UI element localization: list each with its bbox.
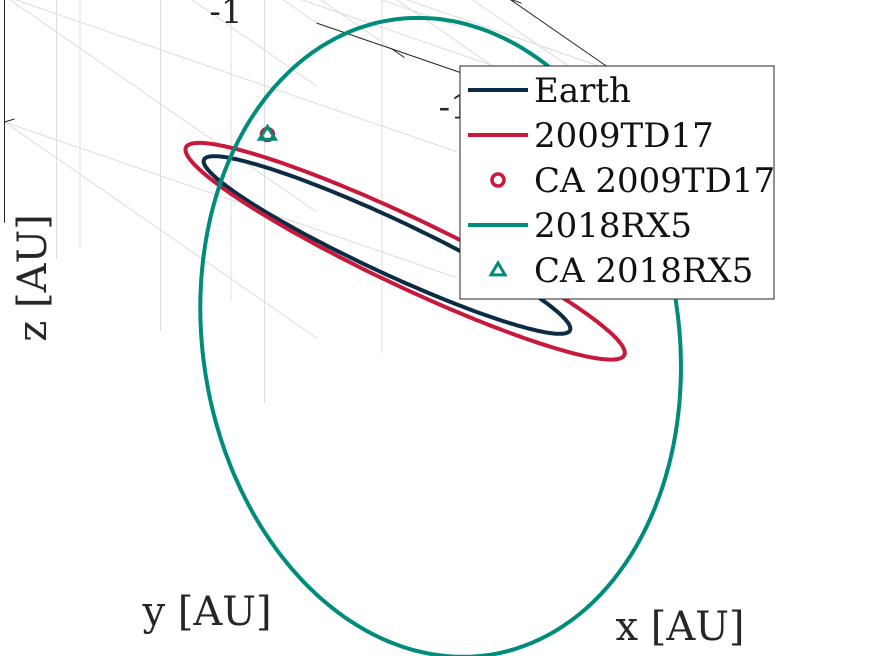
- legend-box: [459, 65, 775, 300]
- legend-label-4: CA 2018RX5: [534, 251, 753, 291]
- x-tick-mark: [391, 48, 405, 59]
- y-axis-label: y [AU]: [141, 589, 271, 635]
- z-axis-label: z [AU]: [10, 214, 56, 342]
- legend: Earth 2009TD17 CA 2009TD17 2018RX5 CA 2018RX…: [459, 65, 775, 300]
- grid-line: [4, 121, 458, 279]
- y-tick-mark: [510, 0, 522, 4]
- series-line-0: [201, 154, 573, 336]
- legend-label-0: Earth: [534, 71, 631, 111]
- grid-line: [405, 0, 614, 72]
- legend-label-3: 2018RX5: [534, 206, 692, 246]
- series-line-1: [183, 140, 627, 362]
- grid-line: [9, 0, 317, 213]
- series-line-3: [198, 15, 683, 656]
- x-axis-label: x [AU]: [615, 604, 744, 650]
- grid-line: [4, 121, 317, 339]
- legend-swatch-2: [490, 172, 506, 188]
- z-tick-mark: [4, 118, 15, 123]
- grid-line: [14, 0, 458, 153]
- legend-label-1: 2009TD17: [534, 116, 714, 156]
- legend-swatch-4: [488, 260, 508, 277]
- series-marker-4: [256, 123, 279, 141]
- legend-label-2: CA 2009TD17: [534, 161, 775, 201]
- grid-line: [191, 0, 317, 87]
- series-layer: [183, 15, 683, 656]
- y-tick-label: -1: [209, 0, 242, 32]
